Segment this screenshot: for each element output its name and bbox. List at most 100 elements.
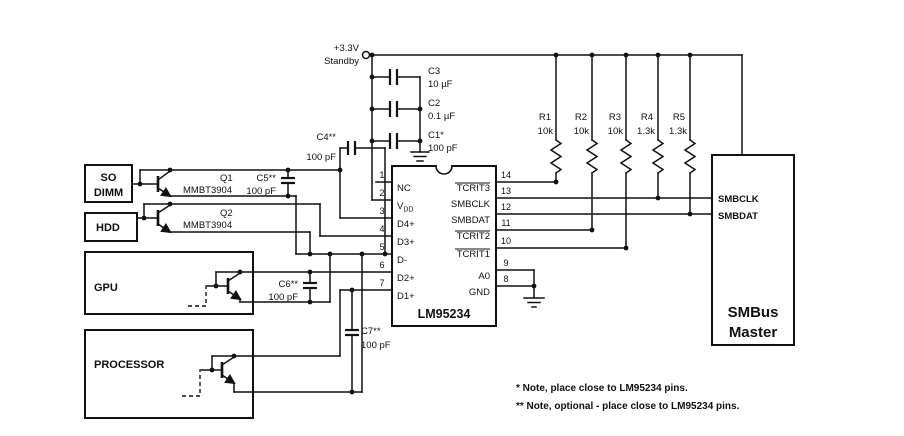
q1-name: Q1 (220, 173, 233, 184)
smbus-smbdat-label: SMBDAT (718, 211, 758, 222)
capacitor-symbols (281, 69, 399, 337)
gpu-box (84, 251, 254, 315)
ic-notch (435, 165, 453, 175)
junction-dots (137, 52, 693, 395)
ground-symbol-a0 (523, 297, 545, 308)
smbus-title-line1: SMBus (728, 304, 779, 321)
so-dimm-label-line2: DIMM (94, 187, 123, 199)
r4-name: R4 (641, 112, 653, 123)
cap-c1 (388, 133, 399, 149)
pin-num-14: 14 (501, 170, 511, 180)
supply-label-line2: Standby (324, 56, 359, 67)
gpu-label: GPU (94, 282, 118, 294)
pin-name-smbclk: SMBCLK (451, 199, 491, 210)
q2-name: Q2 (220, 208, 233, 219)
pin-num-8: 8 (503, 274, 508, 284)
r2-name: R2 (575, 112, 587, 123)
block-boxes (84, 154, 795, 419)
pin-num-4: 4 (379, 224, 384, 234)
r1-name: R1 (539, 112, 551, 123)
supply-label-line1: +3.3V (334, 43, 360, 54)
transistor-q1 (156, 169, 172, 198)
pin-name-d4: D4+ (397, 219, 415, 230)
r5-value: 1.3k (669, 126, 687, 137)
pin-name-tcrit2: TCRIT2 (457, 231, 490, 242)
pin-num-2: 2 (379, 188, 384, 198)
so-dimm-box (84, 164, 133, 203)
pin-name-d3: D3+ (397, 237, 415, 248)
q1-part: MMBT3904 (183, 185, 232, 196)
gpu-thermal-diode (188, 271, 242, 307)
c7-value: 100 pF (361, 340, 391, 351)
c2-value: 0.1 µF (428, 111, 455, 122)
resistor-r1 (549, 138, 563, 175)
pin-num-7: 7 (379, 278, 384, 288)
c6-name: C6** (278, 279, 298, 290)
cap-c5 (281, 176, 295, 185)
c4-name: C4** (316, 132, 336, 143)
resistor-r3 (619, 138, 633, 175)
r3-name: R3 (609, 112, 621, 123)
resistor-r4 (651, 138, 665, 175)
ic-lm95234 (391, 164, 497, 327)
hdd-box (84, 212, 138, 242)
resistor-r2 (585, 138, 599, 175)
c4-value: 100 pF (306, 152, 336, 163)
smbus-smbclk-label: SMBCLK (718, 194, 759, 205)
pin-name-nc: NC (397, 183, 411, 194)
c3-name: C3 (428, 66, 440, 77)
pin-name-vdd: VDD (397, 201, 413, 214)
pin-num-1: 1 (379, 170, 384, 180)
r4-value: 1.3k (637, 126, 655, 137)
pin-name-gnd: GND (469, 287, 490, 298)
c3-value: 10 µF (428, 79, 453, 90)
ic-name-label: LM95234 (418, 307, 471, 321)
pin-num-13: 13 (501, 186, 511, 196)
note-1: * Note, place close to LM95234 pins. (516, 383, 688, 394)
ground-symbol-caps (410, 151, 430, 162)
hdd-label: HDD (96, 222, 120, 234)
r3-value: 10k (608, 126, 624, 137)
cap-c2 (388, 101, 399, 117)
pin-num-10: 10 (501, 236, 511, 246)
pin-num-11: 11 (501, 218, 510, 228)
pin-name-smbdat: SMBDAT (451, 215, 490, 226)
pin-name-d2: D2+ (397, 273, 415, 284)
q2-part: MMBT3904 (183, 220, 232, 231)
smbus-master-box (711, 154, 795, 346)
supply-terminal (361, 50, 371, 60)
cap-c4 (346, 141, 357, 155)
pin-name-a0: A0 (478, 271, 490, 282)
r2-value: 10k (574, 126, 590, 137)
ic-left-pins: 1 2 3 4 5 6 7 NC VDD D4+ D3+ D- D2+ D1+ (379, 170, 415, 302)
cap-c6 (303, 281, 317, 290)
pin-num-3: 3 (379, 206, 384, 216)
processor-thermal-diode (182, 355, 236, 397)
ic-right-pins: 14 13 12 11 10 9 8 TCRIT3 SMBCLK SMBDAT … (451, 170, 511, 298)
cap-c3 (388, 69, 399, 85)
pin-num-5: 5 (379, 242, 384, 252)
pin-num-12: 12 (501, 202, 511, 212)
processor-box (84, 329, 254, 419)
pin-name-tcrit3: TCRIT3 (457, 183, 490, 194)
pin-name-dminus: D- (397, 255, 407, 266)
note-2: ** Note, optional - place close to LM952… (516, 401, 740, 412)
resistor-symbols (549, 138, 697, 175)
pin-num-9: 9 (503, 258, 508, 268)
cap-c7 (345, 328, 359, 337)
c6-value: 100 pF (268, 292, 298, 303)
r1-value: 10k (538, 126, 554, 137)
resistor-r5 (683, 138, 697, 175)
pin-name-d1: D1+ (397, 291, 415, 302)
c7-name: C7** (361, 326, 381, 337)
r5-name: R5 (673, 112, 685, 123)
c5-name: C5** (256, 173, 276, 184)
c2-name: C2 (428, 98, 440, 109)
pin-name-tcrit1: TCRIT1 (457, 249, 490, 260)
processor-label: PROCESSOR (94, 359, 164, 371)
transistor-q2 (156, 203, 172, 234)
c1-name: C1* (428, 130, 444, 141)
so-dimm-label-line1: SO (101, 172, 117, 184)
